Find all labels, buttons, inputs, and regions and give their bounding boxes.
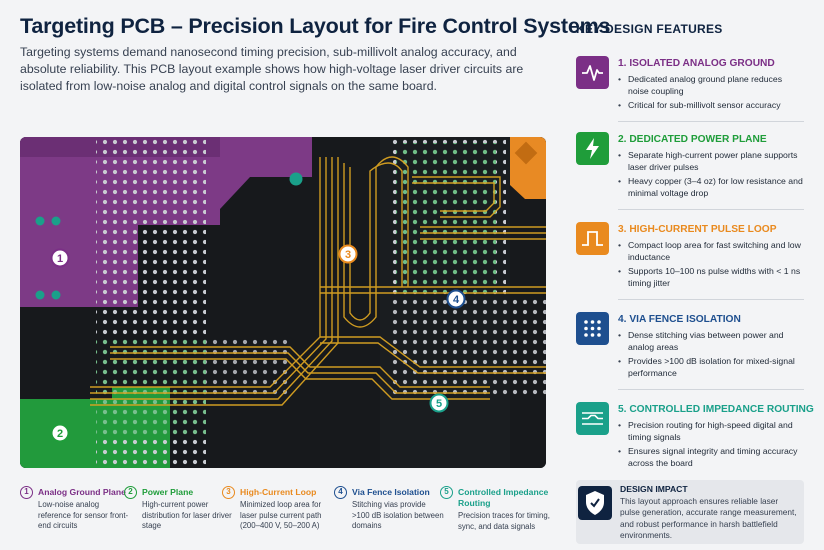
pcb-board-illustration: 1 2 3 4 5	[20, 137, 546, 468]
legend-number-4: 4	[334, 486, 347, 499]
feature-bullet: Supports 10–100 ns pulse widths with < 1…	[618, 266, 804, 289]
page-title: Targeting PCB – Precision Layout for Fir…	[20, 14, 611, 38]
legend-number-3: 3	[222, 486, 235, 499]
legend-number-1: 1	[20, 486, 33, 499]
feature-bullet: Separate high-current power plane suppor…	[618, 150, 804, 173]
feature-bullet: Dedicated analog ground plane reduces no…	[618, 74, 804, 97]
impact-description: This layout approach ensures reliable la…	[620, 496, 797, 540]
board-marker-label-2: 2	[57, 428, 63, 440]
intro-text: Targeting systems demand nanosecond timi…	[20, 45, 524, 93]
board-marker-label-1: 1	[57, 253, 63, 265]
features-heading: KEY DESIGN FEATURES	[576, 22, 723, 36]
feature-title: 2. DEDICATED POWER PLANE	[618, 134, 767, 145]
waveform-icon	[576, 56, 609, 89]
feature-title: 1. ISOLATED ANALOG GROUND	[618, 58, 775, 69]
design-impact-box: DESIGN IMPACT This layout approach ensur…	[576, 480, 804, 544]
pulse-icon	[576, 222, 609, 255]
feature-title: 4. VIA FENCE ISOLATION	[618, 314, 741, 325]
divider	[618, 209, 804, 210]
legend-title: Via Fence Isolation	[352, 487, 430, 497]
legend-description: Stitching vias provide >100 dB isolation…	[352, 500, 444, 530]
feature-bullet: Precision routing for high-speed digital…	[618, 420, 804, 443]
board-marker-label-4: 4	[453, 294, 460, 306]
impact-title: DESIGN IMPACT	[620, 484, 688, 494]
divider	[618, 389, 804, 390]
legend-description: Low-noise analog reference for sensor fr…	[38, 500, 129, 530]
key-design-features-panel: KEY DESIGN FEATURES 1. ISOLATED ANALOG G…	[566, 0, 824, 550]
feature-bullet: Compact loop area for fast switching and…	[618, 240, 804, 263]
divider	[618, 299, 804, 300]
feature-bullet: Dense stitching vias between power and a…	[618, 330, 804, 353]
legend-title: Analog Ground Plane	[38, 487, 126, 497]
legend-description: High-current power distribution for lase…	[142, 500, 232, 530]
legend-number-2: 2	[124, 486, 137, 499]
legend-title: Controlled Impedance Routing	[458, 487, 549, 508]
feature-title: 3. HIGH-CURRENT PULSE LOOP	[618, 224, 777, 235]
feature-bullet: Heavy copper (3–4 oz) for low resistance…	[618, 176, 804, 199]
board-marker-circle-3	[338, 244, 358, 264]
traces-icon	[576, 402, 609, 435]
legend-number-5: 5	[440, 486, 453, 499]
legend-description: Minimized loop area for laser pulse curr…	[240, 500, 322, 530]
shield-icon	[578, 486, 612, 520]
feature-bullet: Ensures signal integrity and timing accu…	[618, 446, 804, 469]
board-marker-circle-4	[446, 289, 466, 309]
legend-description: Precision traces for timing, sync, and d…	[458, 511, 550, 531]
feature-title: 5. CONTROLLED IMPEDANCE ROUTING	[618, 404, 814, 415]
divider	[618, 121, 804, 122]
board-marker-circle-2	[50, 423, 70, 443]
board-marker-label-3: 3	[345, 249, 351, 261]
lightning-icon	[576, 132, 609, 165]
board-marker-circle-5	[429, 393, 449, 413]
feature-bullet: Provides >100 dB isolation for mixed-sig…	[618, 356, 804, 379]
legend-title: Power Plane	[142, 487, 194, 497]
board-legend: 1 Analog Ground Plane Low-noise analog r…	[20, 486, 550, 546]
via-grid-icon	[576, 312, 609, 345]
legend-title: High-Current Loop	[240, 487, 317, 497]
board-marker-circle-1	[50, 248, 70, 268]
board-marker-label-5: 5	[436, 398, 442, 410]
feature-bullet: Critical for sub-millivolt sensor accura…	[618, 100, 804, 112]
